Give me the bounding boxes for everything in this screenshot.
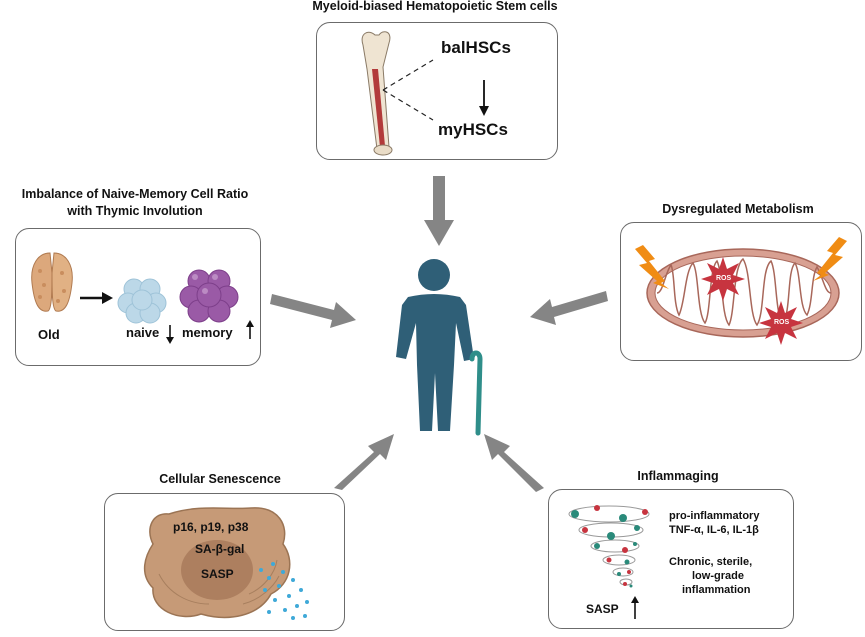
lightning-icon <box>635 245 669 289</box>
arrow-from-senescence <box>334 434 394 490</box>
hsc-down-arrow <box>479 80 489 116</box>
chronic-line2: low-grade <box>692 570 744 582</box>
thymus-title-line1: Imbalance of Naive-Memory Cell Ratio <box>21 187 249 201</box>
lightning-icon <box>813 237 847 281</box>
thymus-panel: Old naive memory <box>15 228 261 366</box>
hsc-panel: balHSCs myHSCs <box>316 22 558 160</box>
senescence-sasp-label: SASP <box>201 567 234 581</box>
chronic-line3: inflammation <box>682 584 751 596</box>
pro-inflammatory-line2: TNF-α, IL-6, IL-1β <box>669 524 759 536</box>
sa-beta-gal-label: SA-β-gal <box>195 542 245 556</box>
ros-burst-icon <box>759 301 803 345</box>
inflammaging-title: Inflammaging <box>637 469 719 483</box>
inflammaging-panel: pro-inflammatory TNF-α, IL-6, IL-1β Chro… <box>548 489 794 629</box>
ros-label-2: ROS <box>774 319 790 326</box>
memory-cells-icon <box>179 269 239 323</box>
senescence-panel: p16, p19, p38 SA-β-gal SASP <box>104 493 345 631</box>
sasp-up-arrow <box>631 596 639 619</box>
arrow-from-hsc <box>424 176 454 246</box>
pro-inflammatory-line1: pro-inflammatory <box>669 510 760 522</box>
ros-label-1: ROS <box>716 275 732 282</box>
old-label: Old <box>38 327 60 342</box>
memory-up-arrow <box>246 320 254 339</box>
hsc-title: Myeloid-biased Hematopoietic Stem cells <box>312 0 558 13</box>
elderly-person-icon <box>396 259 483 436</box>
senescent-cell-icon <box>143 507 291 619</box>
hsc-label-bottom: myHSCs <box>438 120 508 139</box>
senescence-title: Cellular Senescence <box>159 472 281 486</box>
tornado-icon <box>568 505 650 588</box>
arrow-from-thymus <box>270 294 356 328</box>
hsc-label-top: balHSCs <box>441 38 511 57</box>
arrow-from-metabolism <box>530 291 608 325</box>
thymus-title: Imbalance of Naive-Memory Cell Ratio wit… <box>0 186 270 220</box>
thymus-title-line2: with Thymic Involution <box>67 204 203 218</box>
naive-down-arrow <box>166 325 174 344</box>
arrow-from-inflammaging <box>484 434 544 492</box>
hsc-dashed-lines <box>382 59 434 121</box>
naive-label: naive <box>126 325 160 340</box>
inflammaging-sasp-label: SASP <box>586 602 619 616</box>
senescence-markers: p16, p19, p38 <box>173 520 249 534</box>
bone-icon <box>361 31 393 156</box>
ros-burst-icon <box>701 257 745 301</box>
thymus-icon <box>31 252 73 312</box>
metabolism-panel: ROS ROS <box>620 222 862 361</box>
sasp-dots-icon <box>259 562 309 620</box>
thymus-right-arrow <box>80 292 113 304</box>
naive-cells-icon <box>117 278 167 324</box>
chronic-line1: Chronic, sterile, <box>669 556 753 568</box>
metabolism-title: Dysregulated Metabolism <box>662 202 814 216</box>
memory-label: memory <box>182 325 233 340</box>
